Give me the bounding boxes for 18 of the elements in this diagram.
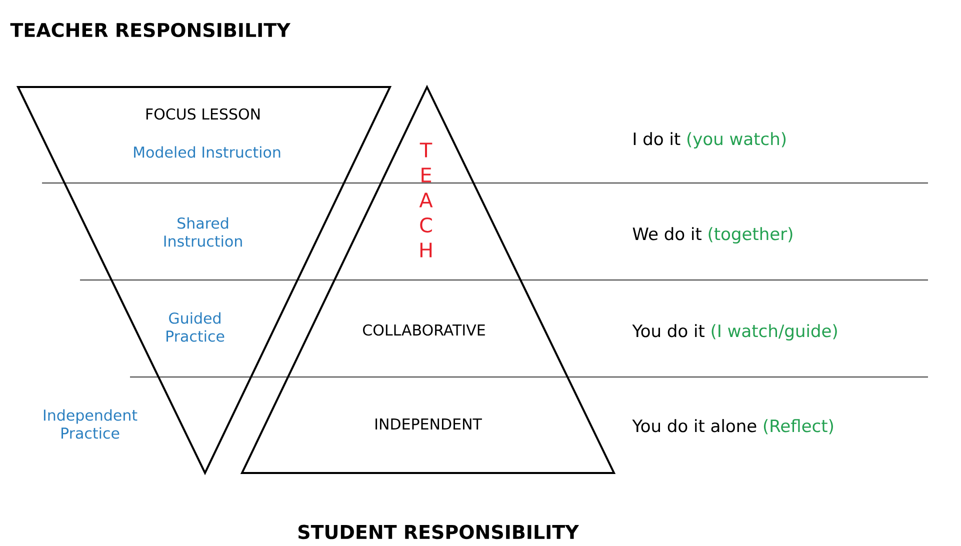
row-label: You do it (632, 324, 704, 338)
section-heading: FOCUS LESSON (146, 108, 260, 120)
row-label: I do it (634, 132, 680, 146)
row-note: (Reflect) (764, 419, 833, 434)
section-label: Modeled Instruction (134, 146, 280, 158)
row-note: (you watch) (687, 132, 786, 149)
section-label: Guided Practice (166, 312, 224, 342)
row-note: (I watch/guide) (712, 324, 837, 341)
section-heading: COLLABORATIVE (363, 324, 485, 336)
side-label: Independent Practice (44, 409, 138, 439)
section-label: Shared Instruction (164, 217, 242, 247)
footer-title: STUDENT RESPONSIBILITY (298, 524, 580, 540)
vertical-word: TEACH (419, 142, 433, 258)
row-note: (together) (708, 227, 792, 244)
row-label: We do it (632, 227, 702, 240)
row-label: You do it alone (632, 419, 756, 432)
section-heading: INDEPENDENT (376, 418, 482, 430)
title: TEACHER RESPONSIBILITY (10, 22, 291, 38)
